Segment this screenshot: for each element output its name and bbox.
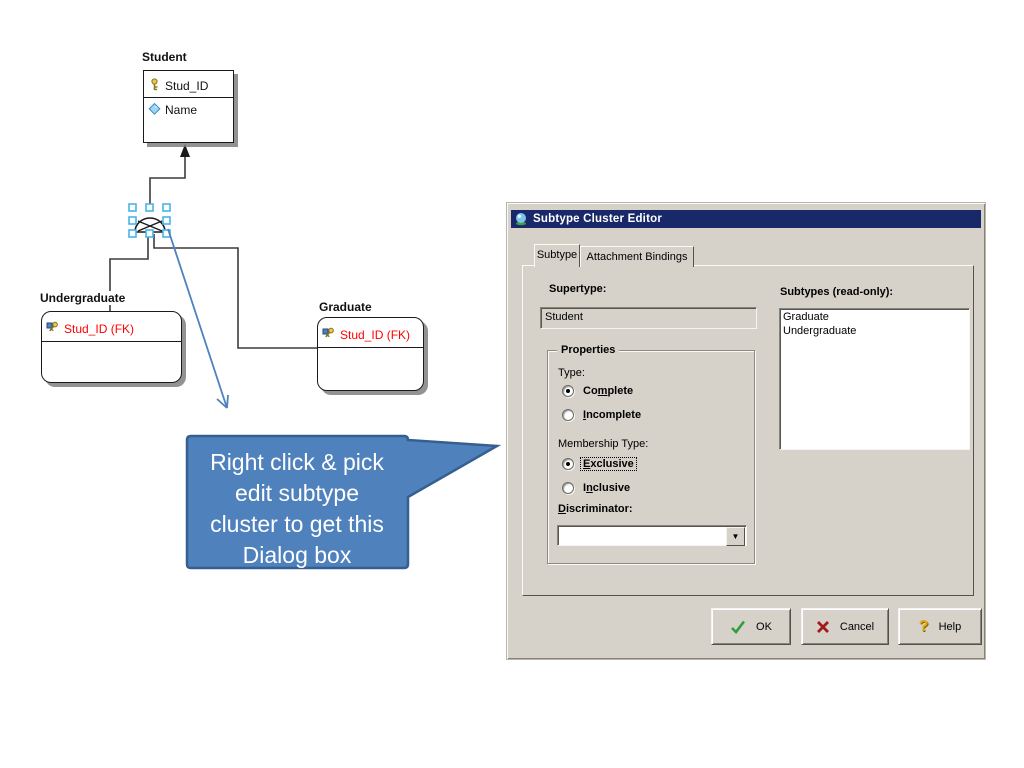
entity-graduate: Stud_ID (FK) [317,317,424,391]
subtype-cluster-editor-dialog: Subtype Cluster Editor Subtype Attachmen… [506,202,986,660]
connector-arrowhead [180,144,190,157]
attribute-label-fk: Stud_ID (FK) [340,327,411,342]
radio-inclusive[interactable]: Inclusive [562,482,632,494]
radio-button-icon[interactable] [562,385,574,397]
ok-button[interactable]: OK [711,608,791,645]
fk-key-icon [322,327,336,343]
tab-label: Subtype [536,249,578,261]
entity-student: Stud_ID Name [143,70,234,143]
membership-type-label: Membership Type: [558,438,649,450]
check-icon [730,620,746,634]
app-icon [514,212,528,226]
dialog-titlebar[interactable]: Subtype Cluster Editor [511,210,981,228]
supertype-value: Student [545,311,583,323]
callout-line: cluster to get this [210,511,384,537]
radio-complete-label: Complete [583,385,634,397]
radio-exclusive[interactable]: Exclusive [562,457,637,471]
callout-line: Dialog box [242,542,352,568]
list-item[interactable]: Undergraduate [783,325,857,337]
attribute-label: Name [165,103,198,117]
ok-label: OK [756,620,772,633]
radio-complete[interactable]: Complete [562,385,635,397]
entity-undergraduate: Stud_ID (FK) [41,311,182,383]
properties-caption: Properties [557,344,620,356]
help-label: Help [938,620,962,633]
connector-student [149,150,186,208]
diamond-icon [148,102,161,118]
callout-line: edit subtype [234,480,360,506]
list-item[interactable]: Graduate [783,311,829,323]
radio-incomplete[interactable]: Incomplete [562,409,643,421]
properties-groupbox: Properties Type: Complete Incomplete Mem… [547,344,755,564]
callout-shape [185,434,502,570]
question-icon: ? [918,617,929,635]
cancel-label: Cancel [839,620,875,633]
type-label: Type: [558,367,585,379]
fk-key-icon [46,321,60,337]
chevron-down-icon[interactable]: ▼ [726,527,745,546]
subtypes-listbox[interactable]: Graduate Undergraduate [779,308,970,450]
callout-line: Right click & pick [210,449,384,475]
callout: Right click & pick edit subtype cluster … [193,447,401,571]
cancel-button[interactable]: Cancel [801,608,889,645]
radio-button-icon[interactable] [562,458,574,470]
radio-button-icon[interactable] [562,482,574,494]
tab-label: Attachment Bindings [586,251,688,263]
radio-incomplete-label: Incomplete [583,409,642,421]
attribute-label: Stud_ID [165,79,209,93]
entity-title-undergraduate: Undergraduate [39,291,127,305]
x-icon [816,620,830,634]
selection-handles[interactable] [128,203,171,238]
attribute-label-fk: Stud_ID (FK) [64,321,135,336]
discriminator-combobox[interactable]: ▼ [557,525,747,546]
subtype-symbol[interactable] [134,217,166,233]
key-icon [148,78,161,94]
connector-undergraduate [109,234,149,312]
radio-button-icon[interactable] [562,409,574,421]
radio-inclusive-label: Inclusive [583,482,631,494]
radio-exclusive-label: Exclusive [580,457,637,471]
tab-subtype[interactable]: Subtype [534,244,580,267]
supertype-field: Student [540,307,757,329]
tab-attachment-bindings[interactable]: Attachment Bindings [580,246,694,267]
help-button[interactable]: ? Help [898,608,982,645]
entity-title-graduate: Graduate [318,300,373,314]
supertype-label: Supertype: [549,283,607,295]
entity-title-student: Student [141,50,188,64]
annotation-arrow [167,228,229,409]
tab-page-subtype: Supertype: Student Subtypes (read-only):… [522,265,974,596]
dialog-title: Subtype Cluster Editor [533,213,662,225]
connector-graduate [153,234,317,349]
subtypes-label: Subtypes (read-only): [780,286,894,298]
discriminator-label: Discriminator: [558,503,633,515]
